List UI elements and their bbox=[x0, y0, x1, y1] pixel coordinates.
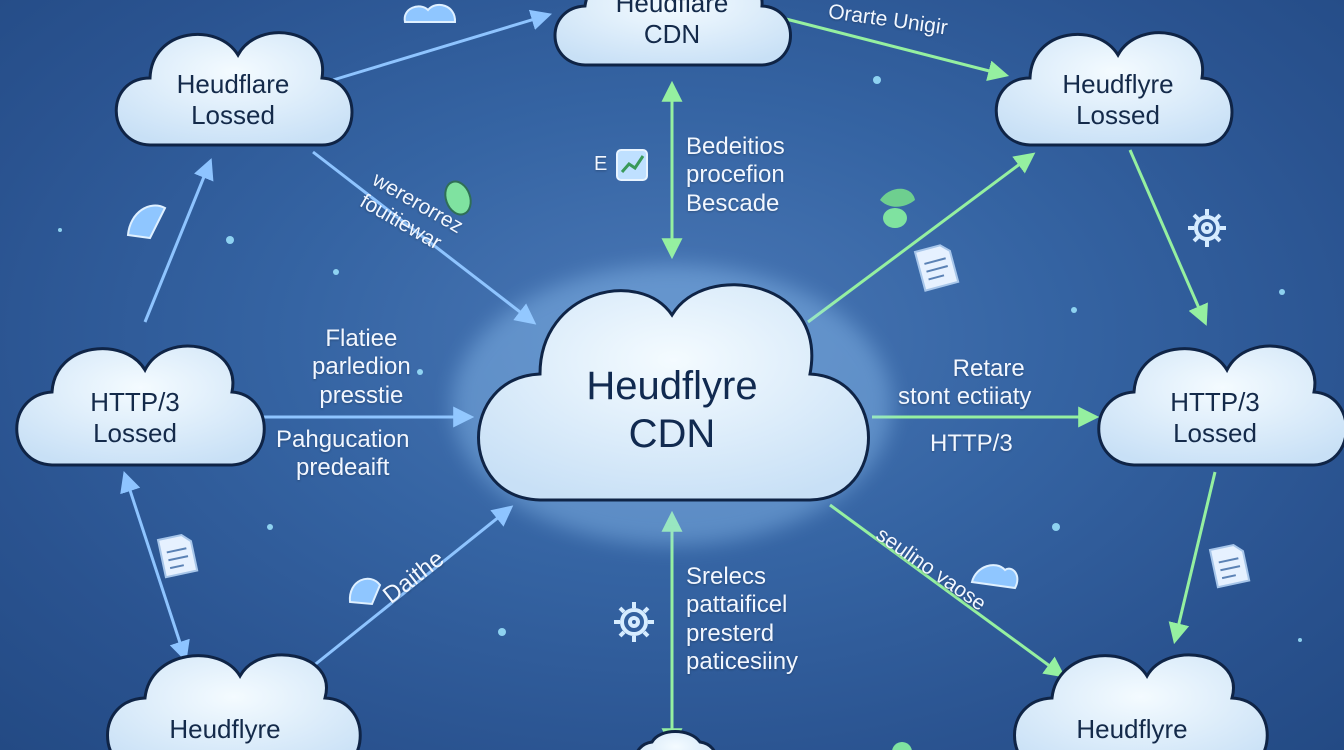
gear-icon bbox=[1188, 209, 1226, 247]
cloud-bottom-center bbox=[636, 730, 716, 750]
label-small-e: E bbox=[594, 153, 608, 175]
label-right-middle-top: Retare stont ectiiaty bbox=[898, 355, 1032, 411]
cloud-icon bbox=[126, 3, 1019, 606]
arrow-center-to-bottomright bbox=[829, 503, 1066, 678]
cloud-top-left bbox=[114, 31, 354, 147]
cloud-center[interactable] bbox=[477, 283, 870, 502]
chart-icon bbox=[616, 149, 648, 181]
document-icon bbox=[1208, 543, 1251, 589]
cloud-top-right bbox=[994, 31, 1234, 147]
cloud-top-center bbox=[553, 0, 792, 67]
node-top-center: Heudflare CDN bbox=[615, 0, 729, 50]
arrow-topleft-to-center bbox=[312, 150, 537, 325]
arrow-topcenter-to-topright bbox=[781, 16, 1010, 82]
node-bottom-right: Heudflyre bbox=[1076, 714, 1188, 744]
arrow-topright-to-midright bbox=[1128, 149, 1208, 326]
node-bottom-left: Heudflyre bbox=[169, 714, 281, 744]
green-arrows bbox=[661, 16, 1217, 750]
blue-arrows bbox=[120, 9, 553, 685]
label-left-lower: Pahgucation predeaift bbox=[276, 426, 410, 482]
label-bottom-center-note: Srelecs pattaificel presterd paticesiiny bbox=[686, 563, 799, 675]
cloud-bottom-right bbox=[1013, 653, 1269, 750]
cloud-bottom-left bbox=[106, 653, 362, 750]
label-right-middle-bottom: HTTP/3 bbox=[930, 430, 1013, 457]
arrow-midleft-bottomleft bbox=[120, 471, 190, 662]
cloud-mid-left bbox=[15, 344, 266, 467]
node-mid-left: HTTP/3 Lossed bbox=[90, 387, 180, 449]
arrow-topleft-to-topcenter bbox=[332, 9, 553, 82]
arrow-midright-to-bottomright bbox=[1168, 471, 1217, 645]
node-top-left: Heudflare Lossed bbox=[176, 69, 290, 131]
node-top-right: Heudflyre Lossed bbox=[1062, 69, 1174, 131]
label-left-middle: Flatiee parledion presstie bbox=[312, 325, 411, 409]
arrow-bottomleft-to-center bbox=[291, 505, 514, 685]
label-top-center-note: Bedeitios procefion Bescade bbox=[686, 133, 785, 217]
node-center[interactable]: Heudflyre CDN bbox=[586, 364, 758, 456]
arrow-center-to-topright bbox=[807, 152, 1036, 324]
leaf-icon bbox=[444, 180, 915, 228]
document-icon bbox=[156, 533, 199, 579]
arrow-midleft-to-topleft bbox=[143, 158, 214, 323]
document-icon bbox=[913, 244, 960, 292]
node-mid-right: HTTP/3 Lossed bbox=[1170, 387, 1260, 449]
leaf-icon bbox=[892, 742, 912, 750]
gear-icon bbox=[614, 602, 654, 642]
